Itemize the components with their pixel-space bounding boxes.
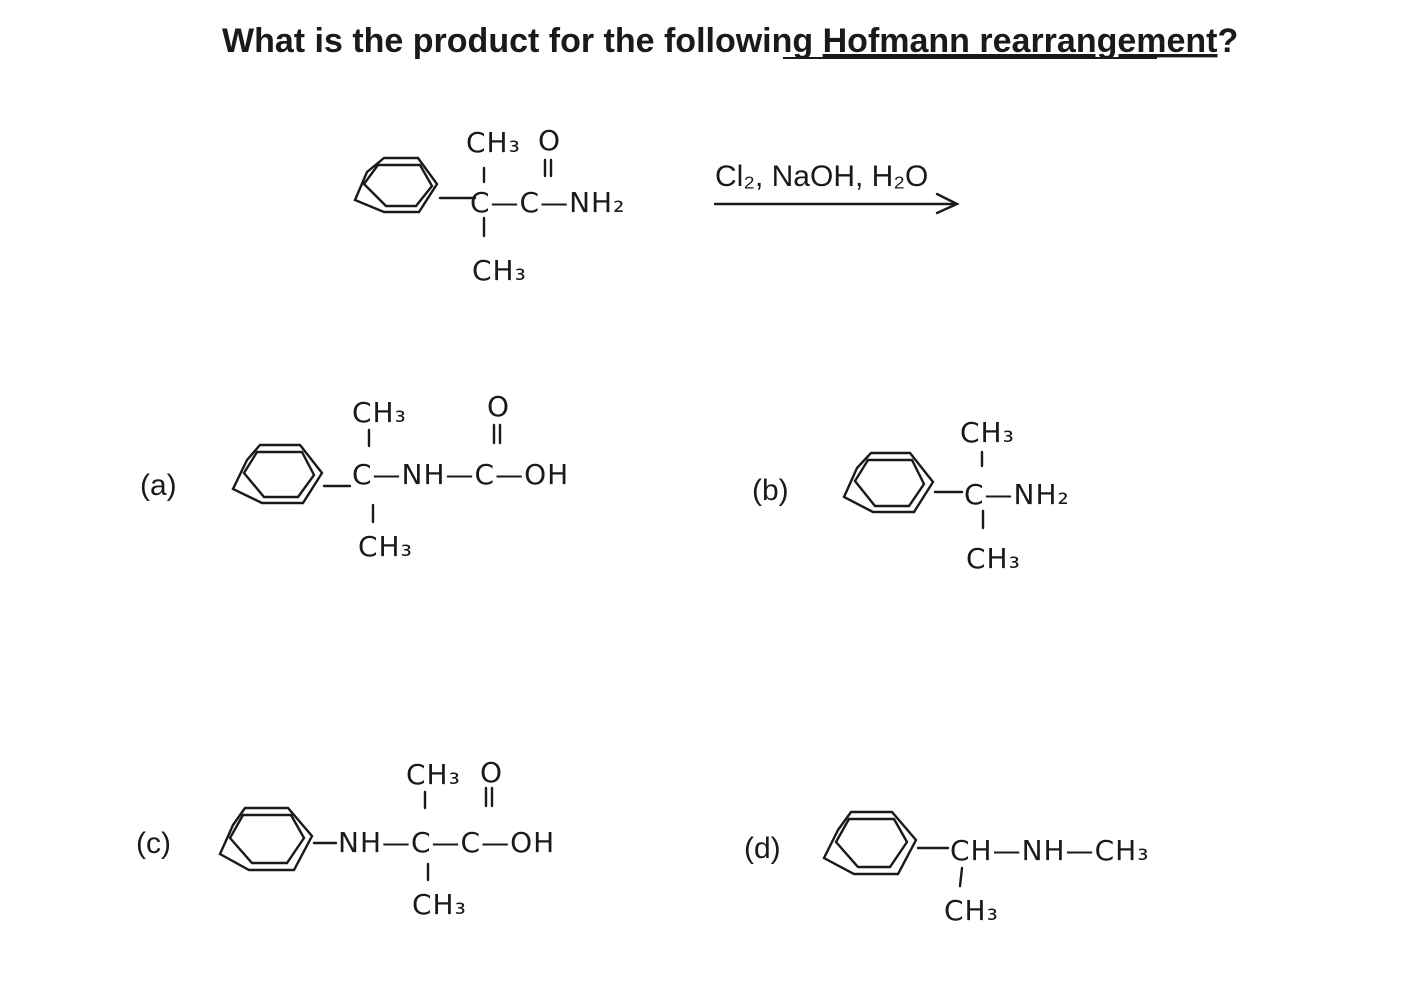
option-c-top-group: CH₃ <box>406 758 461 791</box>
option-a-chain: C—NH—C—OH <box>352 458 569 491</box>
reaction-arrow-group: Cl₂, NaOH, H₂O <box>713 160 960 215</box>
option-b-chain: C—NH₂ <box>964 478 1070 511</box>
option-b-bottom-group: CH₃ <box>966 542 1021 575</box>
option-b-label: (b) <box>752 474 789 507</box>
reactant-carbonyl-o: O <box>538 124 561 157</box>
option-a-top-group: CH₃ <box>352 396 407 429</box>
option-b[interactable]: (b) CH₃ C—NH₂ CH₃ <box>752 416 1070 575</box>
option-a-benzene-ring <box>231 443 324 505</box>
reactant-bottom-group: CH₃ <box>472 254 527 287</box>
option-c-chain: NH—C—C—OH <box>338 826 555 859</box>
option-a-benzene-inner <box>242 450 316 499</box>
option-a-label: (a) <box>140 469 177 502</box>
option-c-label: (c) <box>136 827 171 860</box>
option-a-bottom-group: CH₃ <box>358 530 413 563</box>
option-d-benzene-inner <box>834 817 909 869</box>
option-d-label: (d) <box>744 832 781 865</box>
reactant-structure: CH₃ O C—C—NH₂ CH₃ <box>353 124 625 287</box>
option-c-carbonyl-o: O <box>480 756 503 789</box>
option-d-chain: CH—NH—CH₃ <box>950 834 1149 867</box>
reaction-arrow-head <box>935 192 960 215</box>
question-link[interactable]: Hofmann rearrangement <box>823 22 1218 60</box>
option-c-bottom-group: CH₃ <box>412 888 467 921</box>
reactant-top-group: CH₃ <box>466 126 521 159</box>
option-b-benzene-ring <box>842 451 935 514</box>
option-d-bottom-bond <box>958 866 964 888</box>
reactant-chain: C—C—NH₂ <box>470 186 625 219</box>
reactant-benzene-ring <box>353 156 439 214</box>
question-prefix: What is the product for the following <box>222 22 823 60</box>
question-suffix: ? <box>1218 22 1239 60</box>
option-a-carbonyl-o: O <box>487 390 510 423</box>
reactant-benzene-inner <box>362 163 434 208</box>
option-c-benzene-inner <box>228 813 306 865</box>
option-d-benzene-ring <box>822 810 918 876</box>
question-text: What is the product for the following Ho… <box>222 22 1238 60</box>
option-c[interactable]: (c) CH₃ O NH—C—C—OH CH₃ <box>136 756 555 921</box>
reagents-label: Cl₂, NaOH, H₂O <box>715 160 928 193</box>
option-b-benzene-inner <box>853 458 926 508</box>
option-d-bottom-group: CH₃ <box>944 894 999 927</box>
option-b-top-group: CH₃ <box>960 416 1015 449</box>
option-a[interactable]: (a) CH₃ O C—NH—C—OH CH₃ <box>140 390 569 563</box>
option-d[interactable]: (d) CH—NH—CH₃ CH₃ <box>744 810 1149 927</box>
option-c-benzene-ring <box>218 806 314 872</box>
